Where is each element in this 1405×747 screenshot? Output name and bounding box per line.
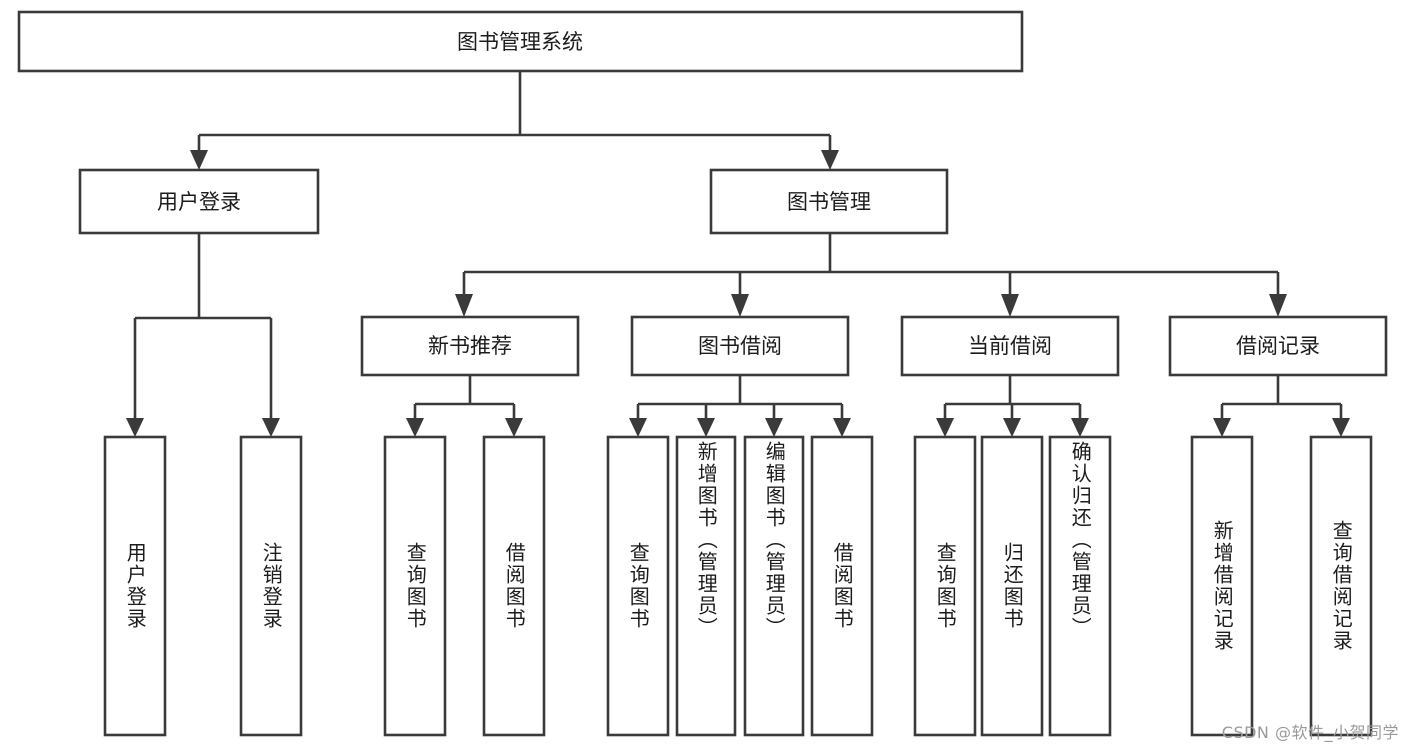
node-label-root: 图书管理系统 [457, 30, 583, 54]
arrow-head-leaf-confirm-return [1071, 418, 1089, 437]
node-label-book-borrow: 图书借阅 [698, 334, 782, 358]
node-box-leaf-user-login[interactable] [103, 435, 167, 737]
node-label-current-borrow: 当前借阅 [968, 334, 1052, 358]
arrow-head-leaf-logout-login [262, 418, 280, 437]
arrow-head-book-management [821, 150, 839, 170]
arrow-head-leaf-query-record [1332, 418, 1350, 437]
arrow-head-leaf-query-book-3 [936, 418, 954, 437]
node-box-leaf-query-record[interactable] [1309, 435, 1373, 737]
node-box-borrow-record[interactable] [1168, 315, 1388, 377]
node-label-borrow-record: 借阅记录 [1236, 334, 1320, 358]
arrow-head-leaf-query-book-1 [406, 418, 424, 437]
node-box-book-borrow[interactable] [630, 315, 850, 377]
arrow-head-leaf-add-book [697, 418, 715, 437]
node-box-root[interactable] [17, 10, 1024, 73]
node-box-leaf-borrow-book-1[interactable] [482, 435, 546, 737]
arrow-head-borrow-record [1269, 294, 1287, 317]
arrow-head-book-borrow [731, 294, 749, 317]
arrow-head-leaf-add-record [1213, 418, 1231, 437]
connector-group-current-borrow [936, 375, 1089, 437]
arrow-head-leaf-return-book [1003, 418, 1021, 437]
arrow-head-leaf-borrow-book-2 [833, 418, 851, 437]
connector-group-user-login [126, 233, 280, 437]
connector-group-book-borrow [629, 375, 851, 437]
node-label-user-login: 用户登录 [157, 190, 241, 214]
node-label-new-book-recommend: 新书推荐 [428, 334, 512, 358]
arrow-head-leaf-user-login [126, 418, 144, 437]
node-label-book-management: 图书管理 [787, 190, 871, 214]
node-box-leaf-logout-login[interactable] [239, 435, 303, 737]
arrow-head-leaf-edit-book [765, 418, 783, 437]
connector-group-book-management [455, 233, 1287, 317]
arrow-head-current-borrow [1001, 294, 1019, 317]
node-box-leaf-borrow-book-2[interactable] [810, 435, 874, 737]
node-box-leaf-edit-book[interactable] [743, 435, 805, 737]
connector-group-new-book-recommend [406, 375, 523, 437]
node-box-current-borrow[interactable] [900, 315, 1120, 377]
node-box-leaf-return-book[interactable] [980, 435, 1044, 737]
connector-group-root [190, 71, 839, 170]
node-box-leaf-add-record[interactable] [1190, 435, 1254, 737]
node-box-new-book-recommend[interactable] [360, 315, 580, 377]
node-box-leaf-confirm-return[interactable] [1048, 435, 1112, 737]
node-box-leaf-query-book-3[interactable] [913, 435, 977, 737]
connector-group-borrow-record [1213, 375, 1350, 437]
arrow-head-user-login [190, 150, 208, 170]
node-box-leaf-query-book-2[interactable] [606, 435, 670, 737]
csdn-watermark: CSDN @软件_小贺同学 [1221, 723, 1399, 742]
node-box-leaf-query-book-1[interactable] [383, 435, 447, 737]
node-box-user-login[interactable] [78, 168, 320, 235]
node-box-leaf-add-book[interactable] [675, 435, 737, 737]
arrow-head-new-book-recommend [455, 294, 473, 317]
arrow-head-leaf-borrow-book-1 [505, 418, 523, 437]
arrow-head-leaf-query-book-2 [629, 418, 647, 437]
node-box-book-management[interactable] [709, 168, 949, 235]
